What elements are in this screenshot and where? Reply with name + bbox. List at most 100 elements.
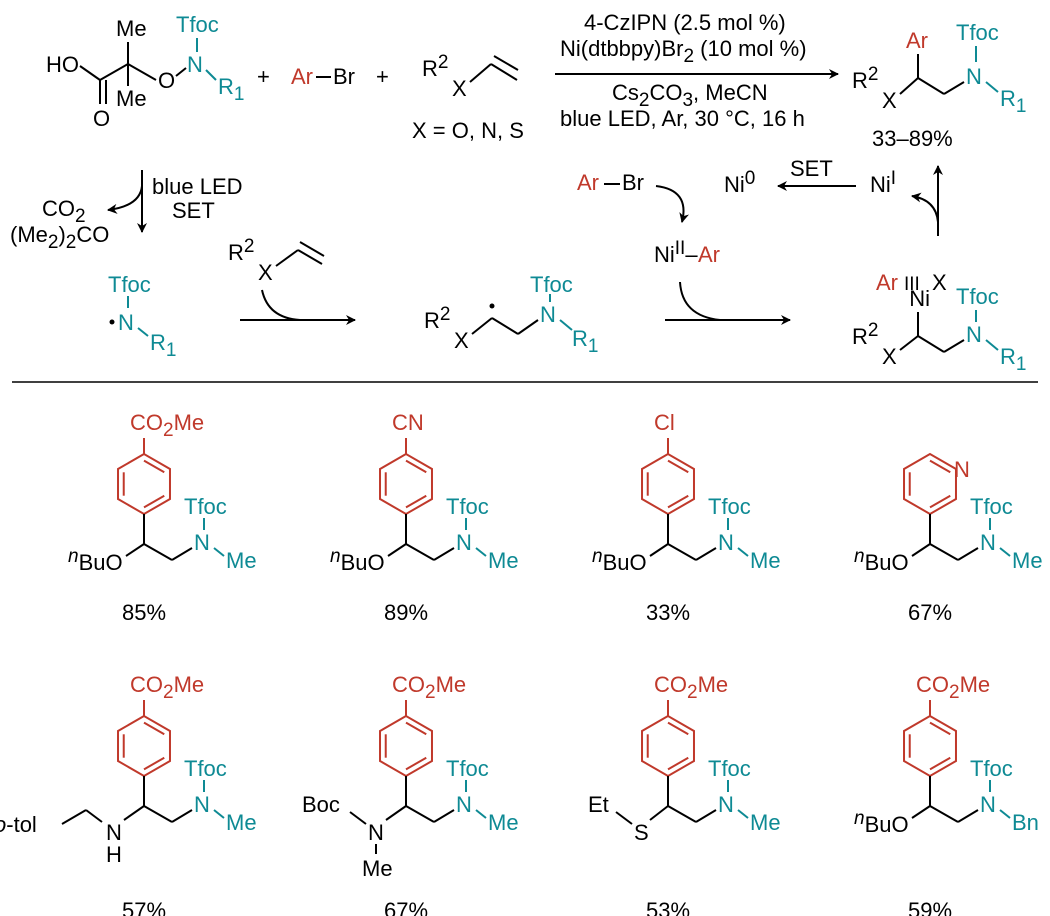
yield-label: 67% (908, 600, 952, 625)
alkyl-radical: R2 X N Tfoc R1 (424, 272, 598, 357)
aryl-ring (641, 452, 695, 516)
set-label-1: SET (172, 198, 215, 223)
x-on-ni: X (932, 270, 947, 295)
tfoc-label: Tfoc (184, 494, 227, 519)
tfoc-label: Tfoc (970, 494, 1013, 519)
svg-text:NiII–: NiII– (654, 238, 698, 267)
n-substituent-label: Bn (1012, 810, 1039, 835)
yield-label: 33% (646, 600, 690, 625)
n-label: N (980, 792, 996, 817)
aryl-substituent-label: CO2Me (916, 672, 990, 703)
n-substituent-label: Me (488, 810, 519, 835)
n-label: N (456, 530, 472, 555)
yield-label: 53% (646, 898, 690, 916)
ar-label: Ar (291, 64, 313, 89)
aryl-substituent-label: Cl (654, 410, 675, 435)
x-label-radical: X (454, 328, 469, 353)
reaction-arrow: 4-CzIPN (2.5 mol %) Ni(dtbbpy)Br2 (10 mo… (555, 10, 839, 131)
tfoc-label: Tfoc (176, 12, 219, 37)
tfoc-label-product: Tfoc (956, 20, 999, 45)
yield-label: 59% (908, 898, 952, 916)
svg-text:R1: R1 (1000, 344, 1026, 375)
tfoc-label: Tfoc (446, 756, 489, 781)
n-label-product: N (966, 64, 982, 89)
svg-text:Ni0: Ni0 (724, 168, 755, 197)
tfoc-label: Tfoc (184, 756, 227, 781)
ether-o-label: O (158, 68, 175, 93)
svg-text:Cs2CO3, MeCN: Cs2CO3, MeCN (612, 80, 768, 111)
reactant-alkoxyamine: HO O Me Me O N Tfoc R1 (46, 12, 244, 131)
svg-text:R2: R2 (422, 52, 448, 81)
h-label: H (106, 842, 122, 867)
yield-label: 89% (384, 600, 428, 625)
tfoc-label: Tfoc (970, 756, 1013, 781)
otol-label: o-tol (0, 812, 37, 837)
ni-cycle: Ar Br Ni0 SET NiI NiII– Ar (577, 156, 943, 325)
x-label-addition: X (258, 260, 273, 285)
n-label: N (456, 792, 472, 817)
x-label: X (452, 76, 467, 101)
yield-range: 33–89% (872, 126, 953, 151)
n-boc-label: N (368, 820, 384, 845)
aryl-ring (379, 452, 433, 516)
n-substituent-label: Me (750, 810, 781, 835)
product-general: R2 X Ar N Tfoc R1 33–89% (852, 20, 1026, 151)
reactant-vinyl-ether: R2 X X = O, N, S (412, 52, 524, 143)
svg-text:Ni(dtbbpy)Br2 (10 mol %): Ni(dtbbpy)Br2 (10 mol %) (560, 36, 807, 67)
me-label-top: Me (116, 16, 147, 41)
carbonyl-o-label: O (93, 106, 110, 131)
n-label: N (718, 792, 734, 817)
tfoc-label-radical2: Tfoc (530, 272, 573, 297)
catalyst-1: 4-CzIPN (2.5 mol %) (584, 10, 786, 35)
et-label: Et (588, 792, 609, 817)
svg-text:NiI: NiI (870, 168, 896, 197)
aryl-ring (903, 452, 957, 516)
n-substituent-label: Me (226, 810, 257, 835)
n-label: N (194, 530, 210, 555)
aryl-substituent-label: CO2Me (392, 672, 466, 703)
butoxy-label: nBuO (68, 546, 123, 575)
plus-sign-2: + (376, 64, 389, 89)
tfoc-label: Tfoc (446, 494, 489, 519)
ar-label-ni2: Ar (698, 242, 720, 267)
tfoc-label: Tfoc (708, 756, 751, 781)
butoxy-label: nBuO (330, 546, 385, 575)
svg-text:(Me2)2CO: (Me2)2CO (10, 222, 109, 253)
n-substituent-label: Me (1012, 548, 1043, 573)
br-label-cycle: Br (622, 170, 644, 195)
svg-text:R2: R2 (228, 236, 254, 265)
yield-label: 57% (122, 898, 166, 916)
n-label: N (187, 52, 203, 77)
ni-iii-intermediate: Ar NiIII X R2 X N Tfoc R1 (852, 270, 1026, 375)
tfoc-radical-label: Tfoc (108, 272, 151, 297)
products-row-1: CO2MeNTfocMenBuO85%CNNTfocMenBuO89%ClNTf… (68, 410, 1043, 625)
aryl-ring (641, 714, 695, 778)
blue-led-label: blue LED (152, 174, 243, 199)
s-label: S (634, 820, 649, 845)
aryl-ring (117, 452, 171, 516)
pyridine-n-label: N (954, 457, 970, 482)
conditions: blue LED, Ar, 30 °C, 16 h (560, 106, 805, 131)
svg-text:R2: R2 (424, 304, 450, 333)
br-label: Br (333, 64, 355, 89)
svg-text:R1: R1 (1000, 86, 1026, 117)
n-label: N (718, 530, 734, 555)
boc-label: Boc (302, 792, 340, 817)
tfoc-label-ni3: Tfoc (956, 284, 999, 309)
svg-text:R2: R2 (852, 64, 878, 93)
me-label-bottom: Me (116, 86, 147, 111)
x-label-product: X (882, 88, 897, 113)
ho-label: HO (46, 52, 79, 77)
n-label-ni3: N (966, 322, 982, 347)
aryl-ring (379, 714, 433, 778)
butoxy-label: nBuO (854, 546, 909, 575)
yield-label: 67% (384, 898, 428, 916)
radical-generation: blue LED SET CO2 (Me2)2CO (10, 170, 243, 253)
